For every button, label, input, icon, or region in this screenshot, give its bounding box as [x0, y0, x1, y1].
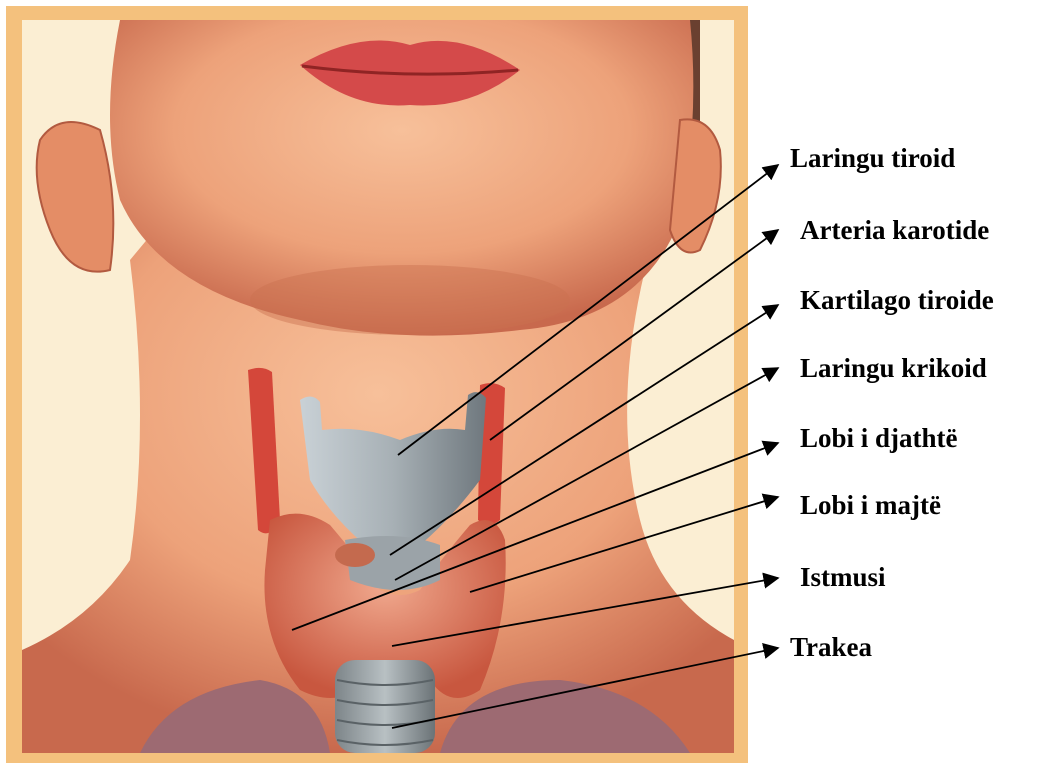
label-istmusi: Istmusi: [800, 564, 886, 591]
label-kartilago-tiroide: Kartilago tiroide: [800, 287, 994, 314]
illustration: [6, 6, 748, 763]
label-lobi-djathte: Lobi i djathtë: [800, 425, 958, 452]
label-trakea: Trakea: [790, 634, 872, 661]
label-arteria-karotide: Arteria karotide: [800, 217, 989, 244]
trachea: [335, 660, 435, 753]
label-laringu-tiroid: Laringu tiroid: [790, 145, 955, 172]
label-lobi-majte: Lobi i majtë: [800, 492, 941, 519]
label-laringu-krikoid: Laringu krikoid: [800, 355, 987, 382]
chin-shadow: [250, 265, 570, 335]
cricothyroid-muscle: [335, 543, 375, 567]
